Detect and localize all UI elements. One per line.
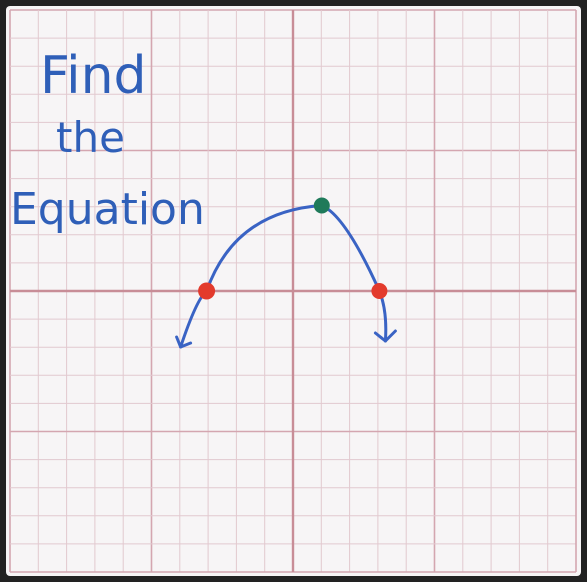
arrow-down-right-icon <box>373 329 397 343</box>
x-intercept-right <box>371 283 388 299</box>
vertex-point <box>313 197 330 214</box>
coordinate-axes <box>10 10 576 572</box>
x-intercept-left <box>198 282 216 300</box>
heading-line-find: Find <box>40 46 147 106</box>
heading-line-the: the <box>56 113 125 162</box>
arrow-down-left-icon <box>175 335 193 349</box>
heading-line-equation: Equation <box>10 184 205 235</box>
heading: Find the Equation <box>10 46 205 235</box>
